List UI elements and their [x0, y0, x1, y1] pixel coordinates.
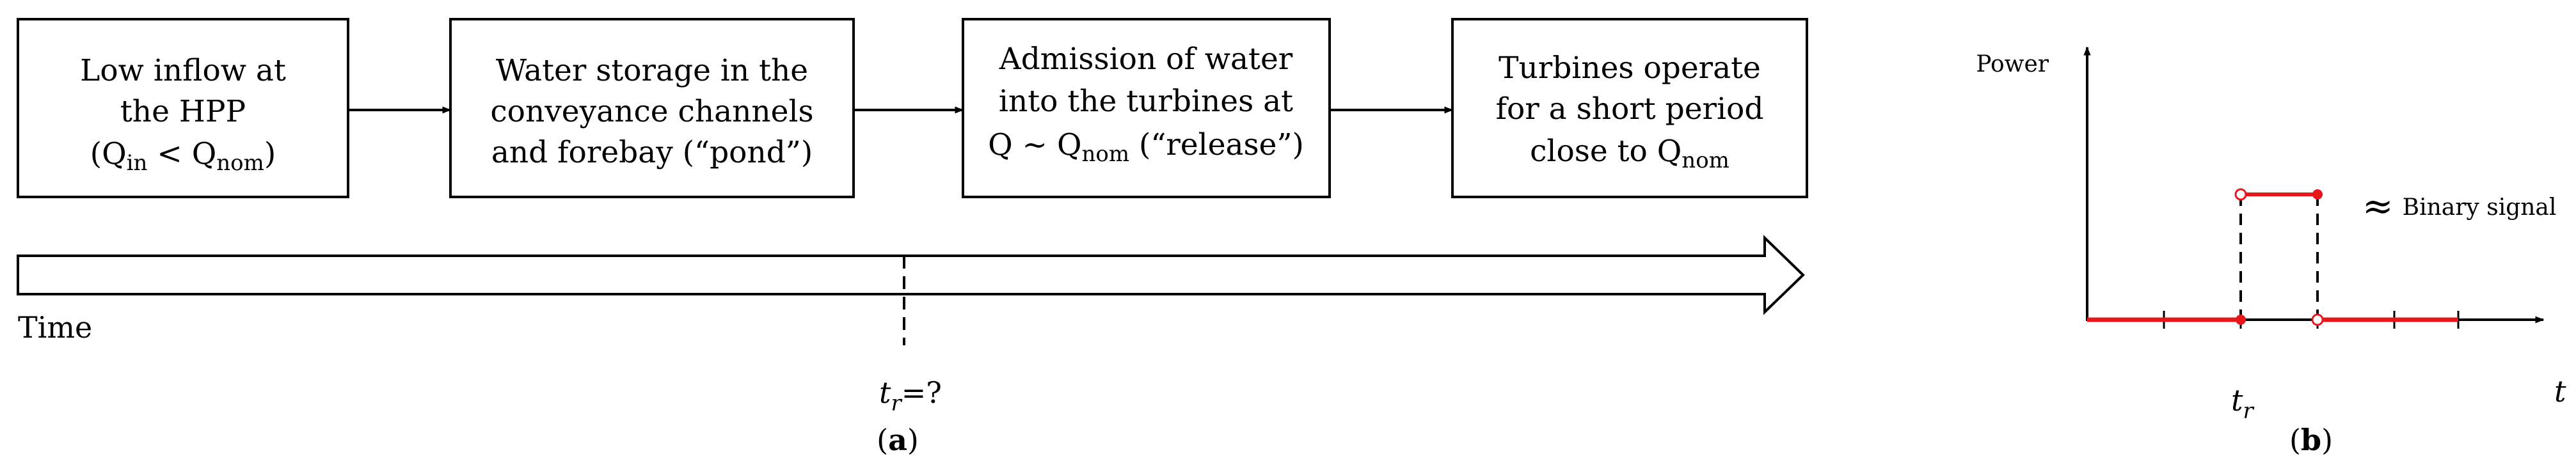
box-1-line-1: Low inflow at — [80, 53, 286, 88]
signal-point-open — [2234, 188, 2247, 201]
binary-signal — [2087, 188, 2458, 326]
box-3-line-2: into the turbines at — [999, 84, 1293, 119]
x-axis-label: t — [2554, 374, 2566, 409]
box-1-line-2: the HPP — [120, 94, 246, 129]
signal-point-filled — [2312, 189, 2323, 200]
panel-a: Low inflow at the HPP (Qin < Qnom) Water… — [17, 18, 1808, 457]
flow-box-turbines-operate: Turbines operate for a short period clos… — [1451, 18, 1808, 198]
caption-b: (b) — [2289, 423, 2333, 457]
box-1-formula: (Qin < Qnom) — [90, 136, 276, 176]
y-axis-label: Power — [1976, 51, 2049, 77]
timeline-label: Time — [18, 310, 92, 345]
timeline-arrow — [17, 235, 1805, 315]
release-time-tick-label: tr — [2231, 383, 2255, 424]
box-3-line-1: Admission of water — [999, 42, 1293, 77]
panel-b: Power t tr ≈Binary signal (b) — [1976, 46, 2566, 457]
flow-box-low-inflow: Low inflow at the HPP (Qin < Qnom) — [17, 18, 349, 198]
box-4-line-2: for a short period — [1496, 91, 1764, 127]
box-3-formula: Q ~ Qnom (“release”) — [988, 127, 1304, 167]
flow-box-water-storage: Water storage in the conveyance channels… — [449, 18, 855, 198]
signal-point-open — [2311, 313, 2324, 326]
box-2-line-1: Water storage in the — [496, 53, 808, 88]
caption-a: (a) — [877, 423, 919, 457]
box-2-line-2: conveyance channels — [490, 94, 813, 129]
release-time-label: tr=? — [879, 375, 942, 416]
flow-box-admission: Admission of water into the turbines at … — [962, 18, 1331, 198]
box-4-formula: close to Qnom — [1530, 134, 1729, 173]
box-2-line-3: and forebay (“pond”) — [491, 135, 813, 170]
signal-point-filled — [2236, 315, 2246, 325]
box-4-line-1: Turbines operate — [1499, 51, 1761, 86]
binary-signal-annotation: ≈Binary signal — [2362, 184, 2556, 228]
